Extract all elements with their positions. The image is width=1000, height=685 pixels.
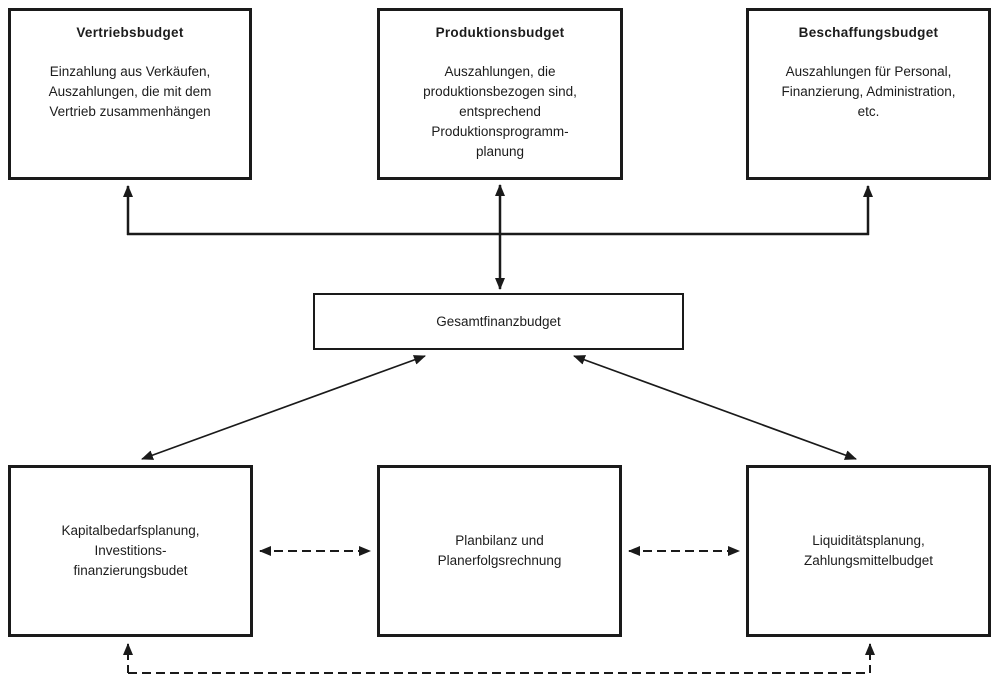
node-liquiditaetsplanung: Liquiditätsplanung, Zahlungsmittelbudget: [746, 465, 991, 637]
node-title: Vertriebsbudget: [76, 25, 184, 40]
node-vertriebsbudget: Vertriebsbudget Einzahlung aus Verkäufen…: [8, 8, 252, 180]
node-title: Beschaffungsbudget: [798, 25, 939, 40]
node-body: Auszahlungen, die produktionsbezogen sin…: [423, 64, 577, 159]
node-beschaffungsbudget: Beschaffungsbudget Auszahlungen für Pers…: [746, 8, 991, 180]
node-planbilanz: Planbilanz und Planerfolgsrechnung: [377, 465, 622, 637]
node-title: Gesamtfinanzbudget: [436, 313, 561, 329]
node-body: Einzahlung aus Verkäufen, Auszahlungen, …: [48, 64, 212, 119]
node-title: Planbilanz und Planerfolgsrechnung: [437, 533, 562, 568]
node-title: Liquiditätsplanung, Zahlungsmittelbudget: [803, 533, 934, 568]
node-title: Produktionsbudget: [435, 25, 565, 40]
node-body: Auszahlungen für Personal, Finanzierung,…: [781, 64, 956, 119]
node-kapitalbedarfsplanung: Kapitalbedarfsplanung, Investitions- fin…: [8, 465, 253, 637]
node-title: Kapitalbedarfsplanung, Investitions- fin…: [61, 523, 200, 578]
node-produktionsbudget: Produktionsbudget Auszahlungen, die prod…: [377, 8, 623, 180]
edge-gesamt-kapital: [141, 355, 426, 460]
node-gesamtfinanzbudget: Gesamtfinanzbudget: [313, 293, 684, 350]
edge-gesamt-liquiditaet: [573, 355, 857, 460]
